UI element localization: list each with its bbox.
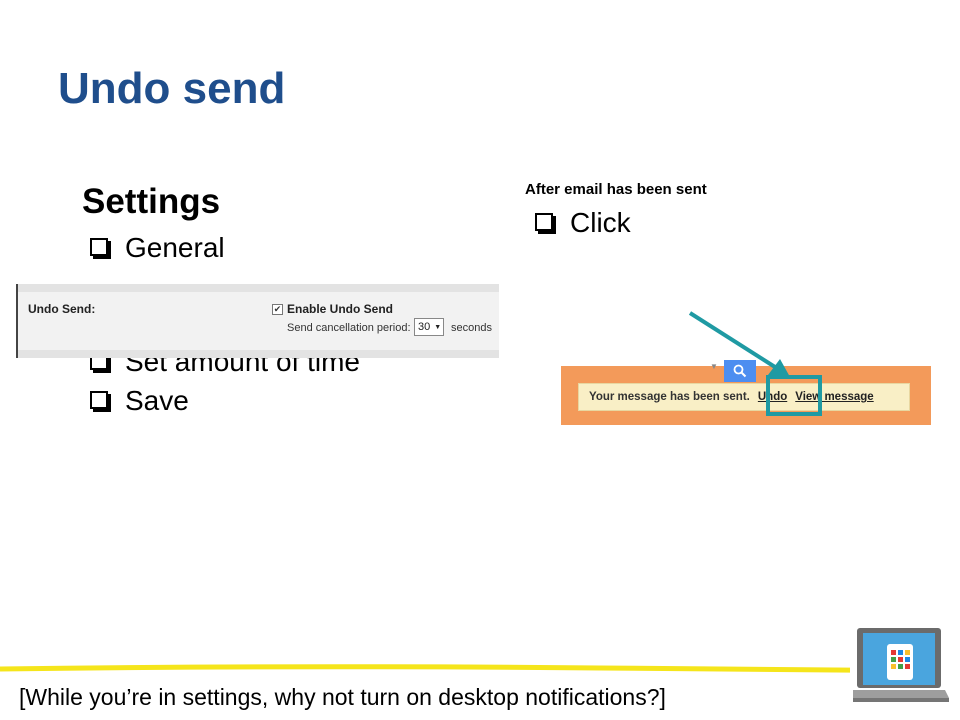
bullet-label: Save bbox=[125, 385, 189, 416]
view-message-link[interactable]: View message bbox=[795, 391, 874, 403]
slide-title: Undo send bbox=[58, 64, 286, 113]
undo-highlight-box bbox=[766, 375, 822, 416]
checkbox-bullet-icon bbox=[90, 391, 108, 409]
sent-notification: Your message has been sent. Undo View me… bbox=[578, 383, 910, 411]
shot-top-band bbox=[18, 284, 499, 292]
search-icon bbox=[733, 364, 747, 378]
bullet-click: Click bbox=[535, 207, 631, 239]
undo-send-label: Undo Send: bbox=[28, 302, 96, 316]
bullet-general: General bbox=[90, 232, 225, 264]
footer-accent-line bbox=[0, 664, 850, 673]
cancellation-period-select[interactable]: 30 ▼ bbox=[414, 318, 444, 336]
sent-message: Your message has been sent. bbox=[589, 391, 750, 403]
chevron-down-icon: ▼ bbox=[434, 323, 442, 331]
shot-bottom-band bbox=[18, 350, 499, 358]
bullet-label: Click bbox=[570, 207, 631, 238]
search-button[interactable] bbox=[724, 360, 756, 382]
settings-screenshot: Undo Send: ✔ Enable Undo Send Send cance… bbox=[16, 284, 499, 358]
checkbox-bullet-icon bbox=[535, 213, 553, 231]
seconds-label: seconds bbox=[451, 322, 492, 334]
laptop-apps-icon bbox=[853, 628, 949, 702]
undo-link[interactable]: Undo bbox=[757, 391, 788, 403]
search-options-caret-icon[interactable]: ▼ bbox=[710, 362, 718, 371]
bullet-label: General bbox=[125, 232, 225, 263]
footer-note: [While you’re in settings, why not turn … bbox=[19, 684, 666, 710]
after-sent-caption: After email has been sent bbox=[525, 181, 707, 198]
bullet-save: Save bbox=[90, 385, 189, 417]
arrow-pointer bbox=[688, 311, 790, 377]
period-value: 30 bbox=[418, 321, 431, 333]
enable-undo-checkbox[interactable]: ✔ bbox=[272, 304, 283, 315]
enable-undo-label: Enable Undo Send bbox=[287, 302, 394, 316]
checkbox-bullet-icon bbox=[90, 238, 108, 256]
cancellation-period-label: Send cancellation period: bbox=[287, 322, 411, 334]
settings-heading: Settings bbox=[82, 182, 221, 221]
